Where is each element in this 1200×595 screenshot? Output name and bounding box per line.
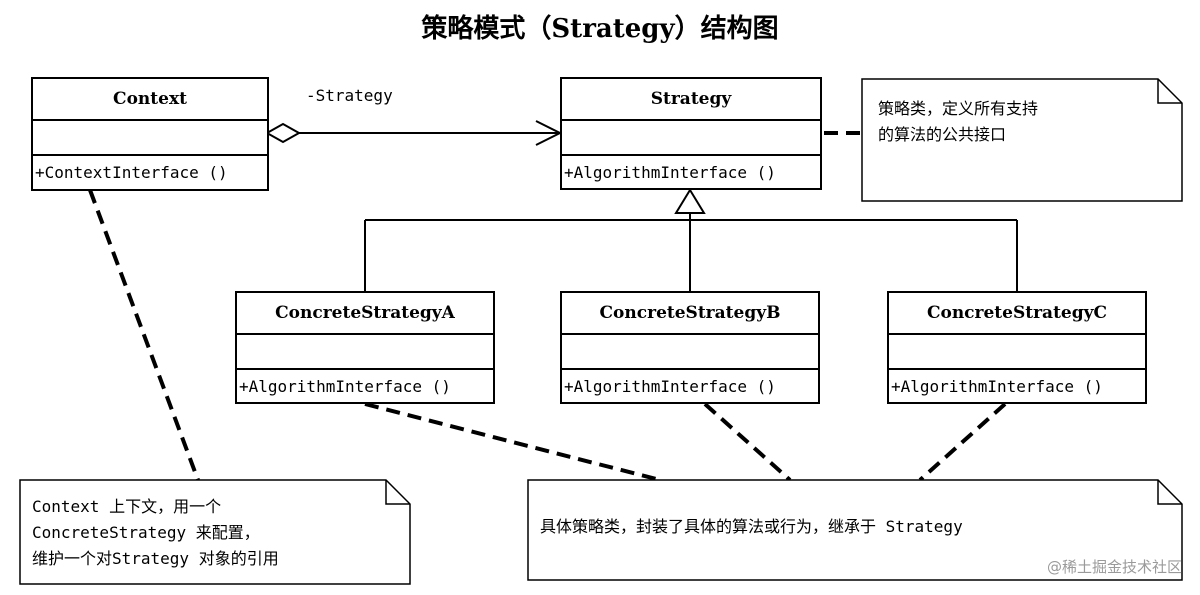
strategy-note-text: 策略类，定义所有支持 的算法的公共接口 [878,96,1038,148]
class-concrete-strategy-c-operation: +AlgorithmInterface () [891,377,1103,396]
class-concrete-strategy-c-attributes [889,335,1145,370]
class-strategy-attributes [562,121,820,156]
class-concrete-strategy-b-name: ConcreteStrategyB [562,293,818,335]
class-concrete-strategy-c-name: ConcreteStrategyC [889,293,1145,335]
concrete-note-text: 具体策略类，封装了具体的算法或行为，继承于 Strategy [540,514,963,540]
class-context-attributes [33,121,267,156]
strategy-note-shape [861,78,1183,202]
note-anchor-concrete-b [703,402,792,482]
class-context: Context +ContextInterface () [31,77,269,191]
class-concrete-strategy-b: ConcreteStrategyB +AlgorithmInterface () [560,291,820,404]
class-concrete-strategy-c: ConcreteStrategyC +AlgorithmInterface () [887,291,1147,404]
concrete-note-line: 具体策略类，封装了具体的算法或行为，继承于 Strategy [540,517,963,536]
class-concrete-strategy-a-name: ConcreteStrategyA [237,293,493,335]
class-strategy-operation: +AlgorithmInterface () [564,163,776,182]
class-concrete-strategy-a: ConcreteStrategyA +AlgorithmInterface () [235,291,495,404]
context-note-text: Context 上下文，用一个 ConcreteStrategy 来配置， 维护… [32,494,279,572]
inheritance-triangle [674,188,706,214]
diagram-title: 策略模式（Strategy）结构图 [421,14,779,44]
class-concrete-strategy-a-attributes [237,335,493,370]
note-anchor-concrete-a [364,402,661,482]
strategy-note-line: 的算法的公共接口 [878,125,1007,144]
concrete-note-shape [527,479,1183,581]
note-anchor-concrete-c [918,402,1007,482]
note-anchor-context [88,189,200,481]
context-note-line: ConcreteStrategy 来配置， [32,523,260,542]
association-label: -Strategy [306,86,393,105]
class-context-name: Context [33,79,267,121]
context-note-shape [19,479,411,585]
aggregation-diamond [264,122,302,144]
strategy-note-line: 策略类，定义所有支持 [878,99,1039,118]
class-concrete-strategy-b-operation: +AlgorithmInterface () [564,377,776,396]
class-concrete-strategy-b-attributes [562,335,818,370]
watermark: @稀土掘金技术社区 [1046,558,1182,576]
class-concrete-strategy-a-operation: +AlgorithmInterface () [239,377,451,396]
class-context-operation: +ContextInterface () [35,163,228,182]
class-strategy-name: Strategy [562,79,820,121]
class-strategy: Strategy +AlgorithmInterface () [560,77,822,190]
context-note-line: Context 上下文，用一个 [32,497,222,516]
context-note-line: 维护一个对Strategy 对象的引用 [32,549,279,568]
